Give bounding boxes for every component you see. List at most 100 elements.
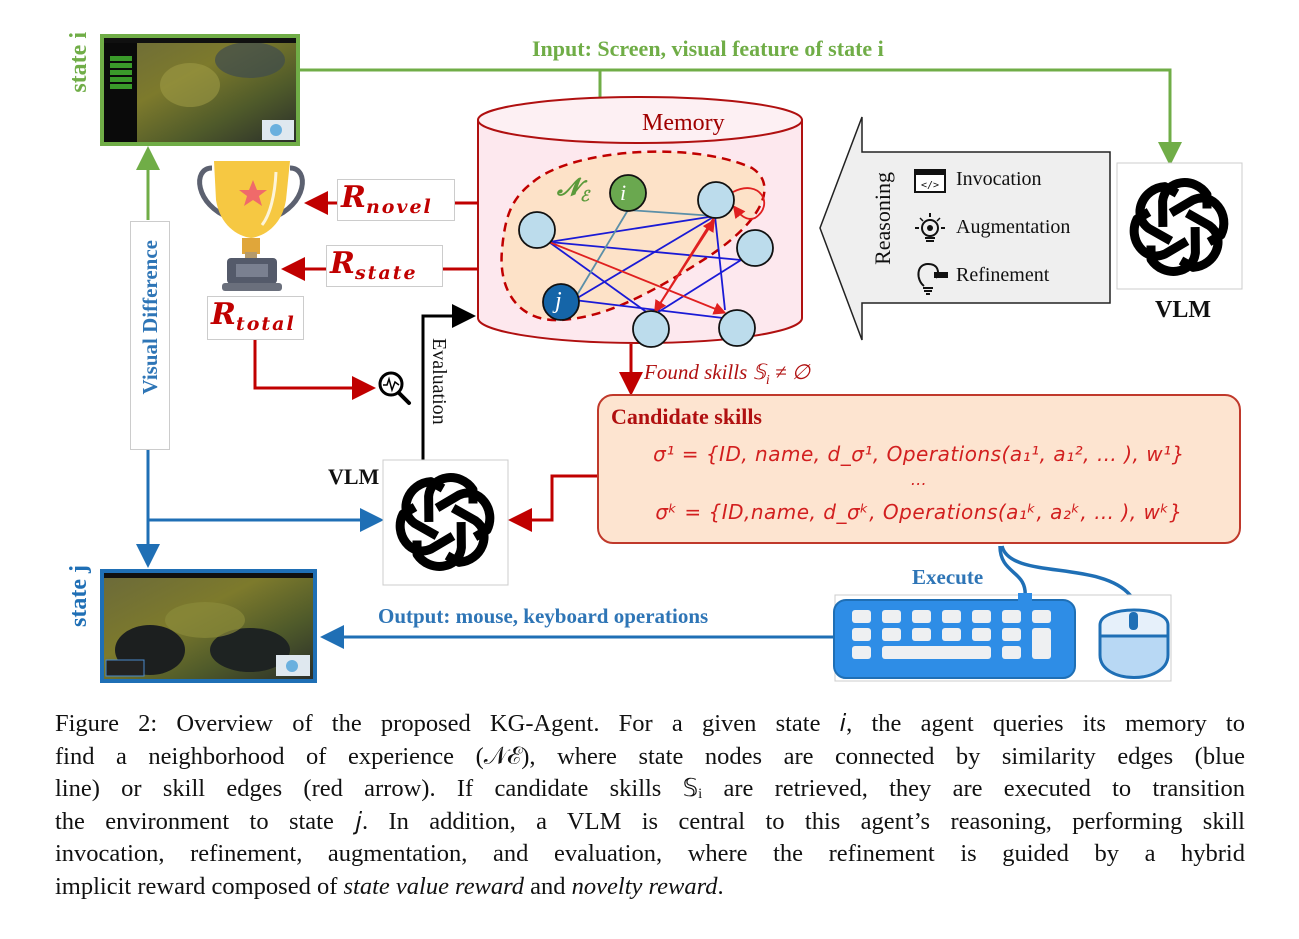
- r-novel-subscript: novel: [365, 196, 433, 218]
- trophy-icon: [197, 161, 305, 291]
- keyboard-key: [972, 628, 991, 641]
- lightbulb-pen-icon: [917, 262, 948, 295]
- reasoning-item-invocation: Invocation: [956, 168, 1042, 191]
- caption-emphasis: state value reward: [343, 872, 525, 900]
- found-skills-text: Found skills 𝕊: [644, 360, 766, 384]
- keyboard-key: [1002, 610, 1021, 623]
- vlm-logo-petal: [1146, 227, 1200, 276]
- visual-difference-box: Visual Difference: [130, 221, 170, 450]
- evaluation-magnifier-icon: [378, 371, 411, 405]
- keyboard-spacebar: [882, 646, 981, 659]
- keyboard-key: [852, 646, 871, 659]
- keyboard-key: [852, 628, 871, 641]
- node-i-edges: [573, 209, 716, 301]
- candidate-skill-k: σᵏ = {ID,name, d_σᵏ, Operations(a₁ᵏ, a₂ᵏ…: [655, 500, 1183, 524]
- caption-text: implicit reward composed of: [55, 872, 344, 900]
- rtotal-to-evaluation-arrow: [253, 340, 376, 400]
- caption-line: the environment to state 𝑗. In addition,…: [55, 807, 1245, 835]
- reasoning-title: Reasoning: [870, 172, 895, 265]
- state-i-label: state i: [66, 32, 92, 93]
- caption-text: .: [717, 872, 724, 900]
- keyboard-key: [912, 628, 931, 641]
- neighborhood-label: 𝓝ℰ: [557, 172, 589, 205]
- lightbulb-gear-icon: [915, 213, 945, 242]
- input-line: [300, 68, 1182, 166]
- reasoning-item-label: Invocation: [956, 168, 1042, 190]
- graph-node: [718, 309, 756, 347]
- candidate-skills-title: Candidate skills: [611, 404, 762, 429]
- vlm-logo-petal: [444, 504, 489, 567]
- mouse-cable: [1000, 545, 1135, 613]
- diagram-canvas: </>: [100, 34, 1243, 683]
- vlm-logo-icon: [1129, 178, 1229, 276]
- r-state-box: Rstate: [326, 245, 443, 287]
- vlm-logo-petal: [424, 473, 478, 522]
- reasoning-item-augmentation: Augmentation: [956, 216, 1070, 239]
- node-j-label: j: [555, 288, 562, 314]
- svg-text:</>: </>: [921, 180, 939, 191]
- candidate-skill-1: σ¹ = {ID, name, d_σ¹, Operations(a₁¹, a₁…: [653, 442, 1185, 466]
- r-state-subscript: state: [354, 262, 418, 284]
- graph-node: [518, 211, 556, 249]
- caption-line: Figure 2: Overview of the proposed KG-Ag…: [55, 710, 1245, 737]
- found-skills-subscript: i: [765, 373, 770, 389]
- keyboard-key: [912, 610, 931, 623]
- memory-label: Memory: [642, 110, 725, 136]
- keyboard-key: [1032, 610, 1051, 623]
- neighborhood-symbol: 𝓝: [557, 172, 580, 201]
- code-window-icon: </>: [914, 169, 946, 193]
- found-skills-condition: ≠ ∅: [769, 360, 811, 384]
- state-i-screenshot: [100, 34, 300, 146]
- evaluation-arrow: [421, 304, 476, 460]
- caption-line: find a neighborhood of experience (𝒩ℰ), …: [55, 742, 1245, 770]
- keyboard-key: [852, 610, 871, 623]
- node-i-label: i: [620, 180, 627, 205]
- neighborhood-subscript: ℰ: [580, 186, 590, 205]
- keyboard-key: [882, 628, 901, 641]
- r-total-box: Rtotal: [207, 296, 304, 340]
- vlm-logo-petal: [395, 503, 456, 556]
- r-total-subscript: total: [235, 313, 296, 335]
- keyboard-key: [882, 610, 901, 623]
- state-j-screenshot: [100, 569, 317, 683]
- candidate-skills-ellipsis: …: [910, 470, 928, 489]
- graph-node: [632, 310, 670, 348]
- vlm-logo-petal: [401, 477, 446, 540]
- keyboard-enter-key: [1032, 628, 1051, 659]
- vlm-left-label: VLM: [328, 464, 380, 489]
- graph-node: [697, 181, 735, 219]
- candidate-to-vlm-arrow: [508, 474, 597, 532]
- caption-text: and: [524, 872, 572, 900]
- keyboard-icon: [833, 593, 1172, 682]
- reasoning-item-refinement: Refinement: [956, 264, 1049, 287]
- candidate-skills-box: Candidate skills σ¹ = {ID, name, d_σ¹, O…: [597, 394, 1241, 544]
- keyboard-key: [942, 628, 961, 641]
- vlm-logo-petal: [1135, 182, 1180, 245]
- vlm-logo-petal: [1178, 209, 1223, 272]
- vlm-logo-petal: [412, 522, 466, 571]
- keyboard-key: [1002, 646, 1021, 659]
- r-symbol: R: [330, 246, 355, 281]
- caption-line: line) or skill edges (red arrow). If can…: [55, 775, 1245, 802]
- found-skills-label: Found skills 𝕊i ≠ ∅: [644, 360, 810, 389]
- reasoning-arrow: [819, 116, 1111, 341]
- output-label: Output: mouse, keyboard operations: [378, 604, 709, 628]
- graph-node-j: [542, 283, 580, 321]
- vlm-logo-petal: [1129, 208, 1190, 261]
- vlm-logo-icon: [395, 473, 495, 571]
- reasoning-item-label: Refinement: [956, 264, 1050, 286]
- caption-line-last: implicit reward composed of state value …: [55, 871, 1245, 904]
- vlm-logo-petal: [434, 488, 495, 541]
- execute-label: Execute: [912, 565, 984, 589]
- kg-agent-diagram: </> state i state j Input: Screen, visua…: [66, 32, 1243, 683]
- figure-caption: Figure 2: Overview of the proposed KG-Ag…: [55, 708, 1245, 903]
- keyboard-key: [942, 610, 961, 623]
- vlm-logo-petal: [1168, 193, 1229, 246]
- keyboard-key: [1002, 628, 1021, 641]
- vlm-logo-petal: [1158, 178, 1212, 227]
- mouse-icon: [1098, 608, 1170, 679]
- visual-difference-label: Visual Difference: [138, 240, 162, 395]
- evaluation-label: Evaluation: [428, 338, 450, 425]
- caption-emphasis: novelty reward: [571, 872, 718, 900]
- graph-nodes: [518, 174, 774, 348]
